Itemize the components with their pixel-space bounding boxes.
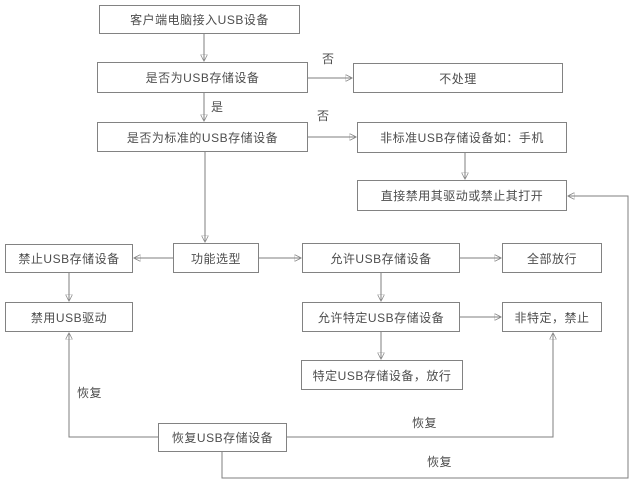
node-allow-all: 全部放行	[502, 243, 602, 273]
node-is-standard-usb-storage: 是否为标准的USB存储设备	[97, 122, 308, 152]
node-is-usb-storage: 是否为USB存储设备	[97, 62, 308, 93]
node-no-action: 不处理	[353, 63, 563, 93]
edge-restore-to-nonspecblock	[287, 334, 553, 438]
node-function-select: 功能选型	[173, 243, 259, 273]
node-non-specific-blocked: 非特定，禁止	[502, 302, 602, 332]
node-disable-usb-driver: 禁用USB驱动	[5, 302, 133, 332]
node-restore-usb-storage: 恢复USB存储设备	[158, 423, 287, 452]
node-client-usb-connect: 客户端电脑接入USB设备	[99, 5, 300, 34]
edge-label-restore-bottom: 恢复	[427, 455, 453, 469]
edge-restore-to-disableopen	[221, 196, 629, 479]
node-allow-usb-storage: 允许USB存储设备	[302, 243, 460, 273]
node-non-standard-device: 非标准USB存储设备如：手机	[357, 122, 567, 153]
edge-label-yes: 是	[211, 100, 224, 114]
edge-label-no-mid: 否	[317, 109, 330, 123]
edge-label-restore-left: 恢复	[77, 386, 103, 400]
edge-restore-to-disabledriver	[69, 334, 158, 438]
edge-label-no-top: 否	[322, 52, 335, 66]
edge-label-restore-mid: 恢复	[412, 416, 438, 430]
node-specific-device-allowed: 特定USB存储设备，放行	[301, 360, 463, 390]
node-disable-driver-or-block-open: 直接禁用其驱动或禁止其打开	[357, 180, 567, 211]
node-block-usb-storage: 禁止USB存储设备	[5, 244, 133, 273]
node-allow-specific-usb-storage: 允许特定USB存储设备	[302, 302, 460, 332]
